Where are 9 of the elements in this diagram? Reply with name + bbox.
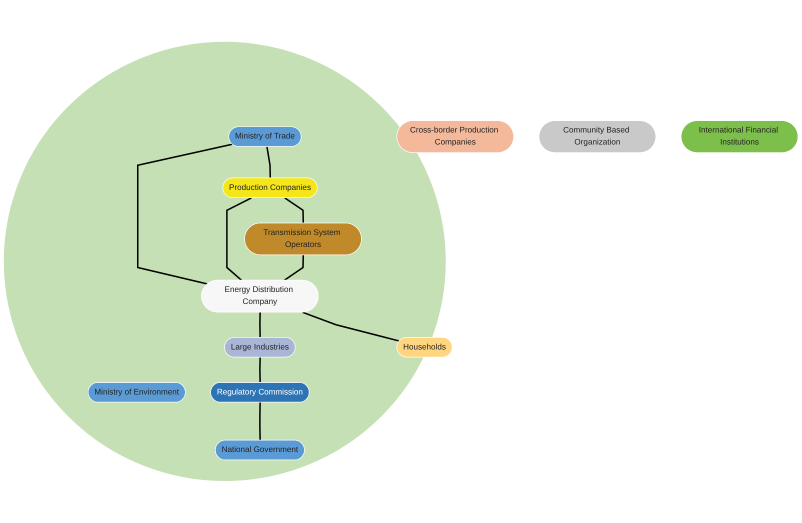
connector — [284, 255, 304, 282]
connector — [136, 144, 232, 285]
connector — [226, 197, 252, 282]
connector — [259, 312, 261, 338]
connector — [259, 357, 261, 383]
connector — [284, 197, 304, 224]
connector — [266, 146, 272, 178]
connector — [259, 402, 261, 440]
connector — [302, 312, 400, 342]
